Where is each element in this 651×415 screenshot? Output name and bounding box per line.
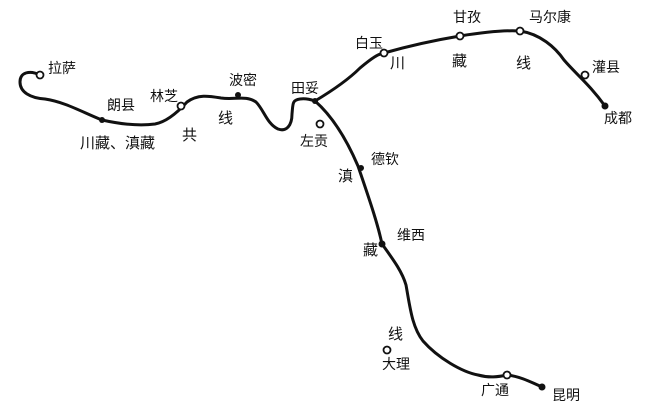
place-label-baiyu: 白玉 xyxy=(355,36,383,52)
dianzang-route-line xyxy=(313,99,544,389)
place-marker-kunming xyxy=(538,383,546,391)
place-label-chengdu: 成都 xyxy=(604,111,632,127)
dianzang-route-zang-label: 藏 xyxy=(363,241,378,259)
chuanzang-route-zang-label: 藏 xyxy=(452,52,467,70)
place-marker-bomi xyxy=(235,92,241,98)
chuanzang-route-xian-label: 线 xyxy=(516,54,531,72)
shared-route-xian-label: 线 xyxy=(218,109,233,127)
shared-route-gong-label: 共 xyxy=(182,126,197,144)
place-label-weixi: 维西 xyxy=(397,228,425,244)
place-marker-ganzi xyxy=(455,31,465,41)
place-label-dali: 大理 xyxy=(382,357,410,373)
chuanzang-route-chuan-label: 川 xyxy=(390,54,405,72)
dianzang-route-dian-label: 滇 xyxy=(338,167,353,185)
place-marker-maerkang xyxy=(515,26,525,36)
place-label-guanxian: 灌县 xyxy=(592,60,620,76)
place-label-deqin: 德钦 xyxy=(371,152,399,168)
place-label-maerkang: 马尔康 xyxy=(529,9,571,26)
place-marker-baiyu xyxy=(379,48,389,58)
place-marker-dali xyxy=(382,345,392,355)
place-label-langxian: 朗县 xyxy=(107,98,135,114)
place-marker-guangtong xyxy=(502,370,512,380)
place-label-zuogong: 左贡 xyxy=(300,134,328,150)
place-marker-tiantuo xyxy=(312,98,318,104)
place-marker-langxian xyxy=(99,117,105,123)
shared-route-line xyxy=(18,70,317,132)
shared-route-label: 川藏、滇藏 xyxy=(80,134,155,152)
place-marker-weixi xyxy=(378,240,386,248)
place-label-guangtong: 广通 xyxy=(481,383,509,399)
place-marker-zuogong xyxy=(315,119,325,129)
dianzang-route-xian-label: 线 xyxy=(388,325,403,343)
place-label-kunming: 昆明 xyxy=(552,388,580,404)
place-label-ganzi: 甘孜 xyxy=(453,10,481,26)
place-marker-chengdu xyxy=(601,102,609,110)
place-marker-deqin xyxy=(358,165,364,171)
place-marker-lhasa xyxy=(35,70,45,80)
place-label-linzhi: 林芝 xyxy=(150,89,178,105)
place-marker-linzhi xyxy=(176,101,186,111)
place-label-lhasa: 拉萨 xyxy=(48,61,76,77)
place-label-tiantuo: 田妥 xyxy=(291,81,319,97)
place-label-bomi: 波密 xyxy=(229,72,257,89)
place-marker-guanxian xyxy=(580,70,590,80)
